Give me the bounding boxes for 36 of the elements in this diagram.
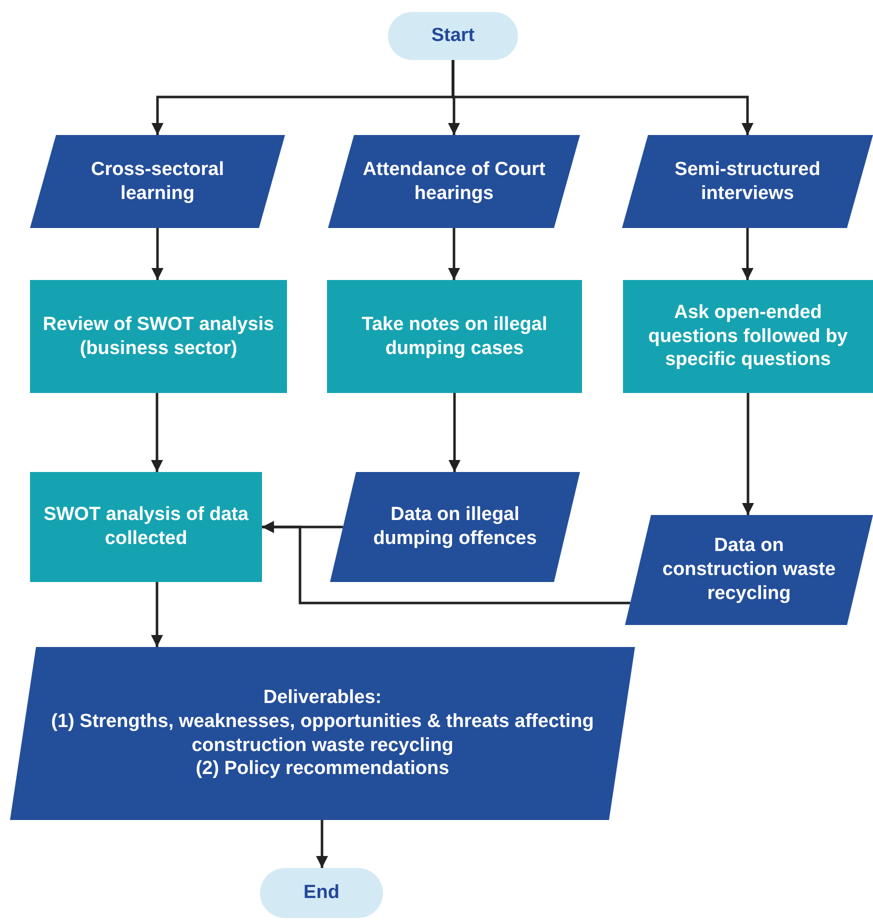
input-parallelogram [30,135,285,228]
input-parallelogram [625,515,873,625]
node-text: End [304,881,340,905]
process-box [327,280,582,393]
input-parallelogram [622,135,873,228]
arrow [316,820,328,868]
arrow [151,393,163,472]
input-parallelogram [10,647,635,820]
terminal-pill [388,12,518,60]
node-text: Take notes on illegal dumping cases [360,312,548,360]
node-text: Cross-sectoral learning [90,158,226,206]
arrow [151,582,163,647]
process-box [30,472,262,582]
node-text: (1) Strengths, weaknesses, opportunities & threats affecting construction waste recycling [50,710,595,758]
arrow [448,228,460,280]
input-parallelogram [330,472,580,582]
arrow [742,393,754,515]
node-text: Ask open-ended questions followed by specific questions [647,300,849,372]
node-text: Data on illegal dumping offences [372,503,538,551]
arrow [152,228,164,280]
node-text: Deliverables: [263,686,382,710]
node-text: Review of SWOT analysis (business sector) [42,312,275,360]
node-text: SWOT analysis of data collected [42,503,250,551]
arrow [262,521,630,604]
node-text: (2) Policy recommendations [196,757,450,781]
node-text: Start [431,24,475,48]
process-box [623,280,873,393]
arrow [742,228,754,280]
node-text: Data on construction waste recycling [661,534,837,606]
process-box [30,280,287,393]
terminal-pill [260,868,383,918]
node-text: Semi-structured interviews [674,158,822,206]
arrow [448,393,460,472]
input-parallelogram [328,135,580,228]
arrow [452,60,754,135]
node-text: Attendance of Court hearings [362,158,546,206]
